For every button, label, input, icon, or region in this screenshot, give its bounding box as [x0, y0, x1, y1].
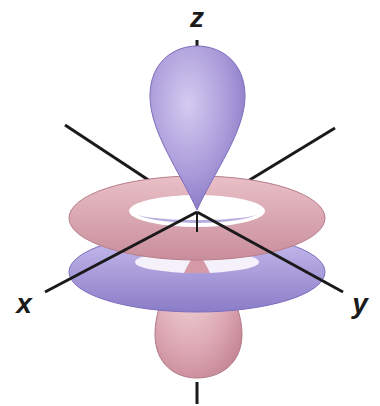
- axis-label: x: [16, 290, 32, 318]
- axis-label: y: [352, 290, 368, 318]
- y-axis-front: [197, 212, 343, 292]
- axis-label: z: [190, 4, 204, 32]
- x-axis-front: [45, 212, 197, 292]
- upper-lobe: [150, 46, 245, 210]
- z-axis-center: [196, 212, 198, 232]
- z-axis-bottom: [196, 382, 199, 404]
